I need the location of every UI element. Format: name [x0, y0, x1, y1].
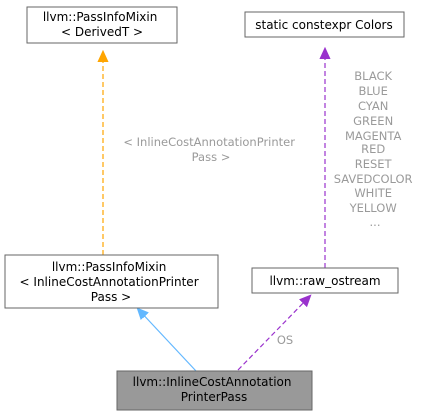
edge-label-line: GREEN — [353, 114, 393, 128]
node-colors[interactable]: static constexpr Colors — [244, 11, 405, 38]
edge-colors-members: BLACK BLUE CYAN GREEN MAGENTA RED RESET … — [325, 49, 416, 268]
svg-text:static constexpr Colors: static constexpr Colors — [255, 18, 392, 32]
edge-line — [237, 296, 310, 371]
node-label-line: Pass > — [91, 290, 131, 304]
node-label-line: static constexpr Colors — [255, 18, 392, 32]
edge-label-line: SAVEDCOLOR — [334, 172, 413, 186]
edge-label-line: BLUE — [358, 84, 387, 98]
edge-label-line: < InlineCostAnnotationPrinter — [123, 135, 295, 149]
svg-text:OS: OS — [277, 333, 293, 347]
edge-label-line: Pass > — [192, 150, 231, 164]
node-raw-ostream[interactable]: llvm::raw_ostream — [251, 267, 399, 294]
edge-line — [138, 309, 197, 372]
edge-label-line: RESET — [355, 157, 393, 171]
node-label-line: llvm::raw_ostream — [269, 274, 380, 288]
node-passinfomixin-inline[interactable]: llvm::PassInfoMixin < InlineCostAnnotati… — [4, 254, 219, 309]
node-inlinecostannotationprinterpass[interactable]: llvm::InlineCostAnnotation PrinterPass — [116, 370, 313, 411]
svg-text:< InlineCostAnnotationPrinter: < InlineCostAnnotationPrinter Pass > — [123, 135, 298, 164]
svg-text:llvm::raw_ostream: llvm::raw_ostream — [269, 274, 380, 288]
svg-text:BLACK BLUE CYAN: BLACK BLUE CYAN GREEN MAGENTA RED RESET … — [334, 69, 416, 229]
node-label-line: PrinterPass — [181, 390, 247, 404]
edge-label-line: OS — [277, 333, 293, 347]
node-label-line: < DerivedT > — [61, 25, 143, 39]
svg-text:llvm::PassInfoMixin < In: llvm::PassInfoMixin < InlineCostAnnotati… — [20, 260, 203, 304]
edge-label-line: RED — [361, 142, 385, 156]
edge-label-line: BLACK — [354, 69, 392, 83]
edge-label-line: WHITE — [354, 186, 392, 200]
node-label-line: < InlineCostAnnotationPrinter — [20, 275, 199, 289]
edge-label-line: ... — [370, 215, 381, 229]
edge-label-line: YELLOW — [349, 201, 397, 215]
svg-text:llvm::PassInfoMixin < De: llvm::PassInfoMixin < DerivedT > — [43, 10, 161, 39]
svg-text:llvm::InlineCostAnnotation: llvm::InlineCostAnnotation PrinterPass — [133, 375, 296, 404]
edge-inheritance — [138, 309, 197, 372]
edge-os-member: OS — [237, 296, 310, 371]
edge-label-line: CYAN — [358, 99, 388, 113]
node-label-line: llvm::PassInfoMixin — [52, 260, 167, 274]
node-label-line: llvm::PassInfoMixin — [43, 10, 158, 24]
node-label-line: llvm::InlineCostAnnotation — [133, 375, 292, 389]
edge-template-instance: < InlineCostAnnotationPrinter Pass > — [103, 52, 298, 255]
edge-label-line: MAGENTA — [345, 129, 401, 143]
node-passinfomixin-derivedt[interactable]: llvm::PassInfoMixin < DerivedT > — [26, 6, 178, 44]
